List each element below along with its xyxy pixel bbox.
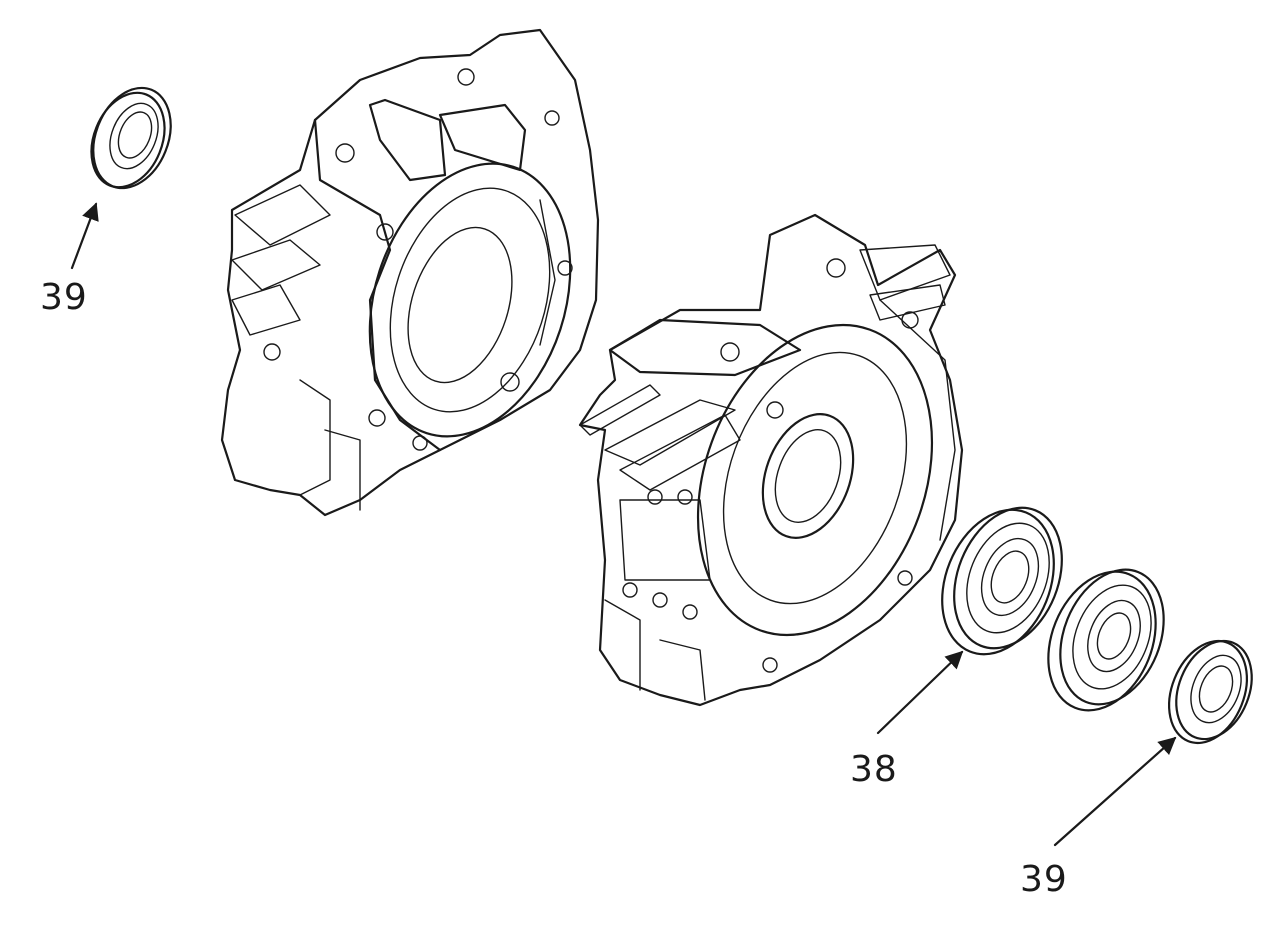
ball-bearing-2 [1047,568,1165,712]
leader-arrow-seal-left [70,202,99,270]
ball-bearing-1 [941,506,1063,656]
crankcase-right-half [578,213,964,707]
callout-39-right: 39 [1020,859,1068,900]
oil-seal-right [1168,639,1253,745]
leader-arrow-bearing [876,650,964,735]
leader-arrow-seal-right [1053,736,1177,847]
callout-38: 38 [850,749,898,790]
crankcase-left-half [220,28,600,517]
oil-seal-left [90,86,172,190]
callout-39-left: 39 [40,277,88,318]
